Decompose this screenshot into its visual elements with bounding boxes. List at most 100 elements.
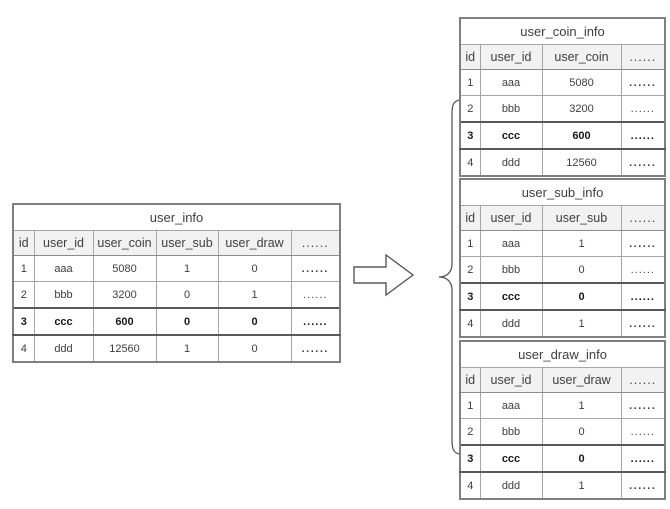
column-header-id: id	[459, 205, 481, 231]
table-row: 2 bbb 0 ......	[459, 418, 667, 446]
column-header-id: id	[459, 367, 481, 393]
cell-more: ......	[620, 148, 666, 177]
column-header-user-id: user_id	[479, 205, 543, 231]
table-row-highlighted: 3 ccc 0 ......	[459, 444, 667, 473]
cell-more: ......	[290, 334, 342, 363]
cell-value: 0	[541, 444, 622, 473]
column-header-value: user_coin	[541, 44, 622, 70]
cell-value: 1	[541, 471, 622, 500]
table-row: 1 aaa 5080 1 0 ......	[12, 255, 342, 282]
cell-user-id: ddd	[479, 309, 543, 338]
table-user-info: user_info id user_id user_coin user_sub …	[11, 203, 342, 363]
column-header-id: id	[459, 44, 481, 70]
cell-id: 2	[459, 256, 481, 284]
table-header-row: id user_id user_draw ......	[459, 367, 667, 393]
cell-user-id: aaa	[479, 392, 543, 419]
cell-user-id: bbb	[33, 281, 94, 309]
cell-value: 12560	[541, 148, 622, 177]
cell-user-coin: 3200	[92, 281, 157, 309]
table-title-row: user_info	[11, 203, 342, 231]
cell-user-draw: 0	[217, 255, 292, 282]
table-row: 4 ddd 1 ......	[459, 471, 667, 500]
table-title-row: user_draw_info	[458, 340, 667, 368]
cell-id: 1	[459, 392, 481, 419]
table-row: 4 ddd 12560 ......	[459, 148, 666, 177]
cell-user-id: ccc	[33, 307, 94, 336]
cell-user-id: ddd	[479, 148, 543, 177]
column-header-more: ......	[620, 367, 667, 393]
table-row: 4 ddd 12560 1 0 ......	[12, 334, 342, 363]
cell-value: 1	[541, 230, 622, 257]
cell-user-id: bbb	[479, 95, 543, 123]
cell-more: ......	[620, 471, 667, 500]
table-row: 1 aaa 5080 ......	[459, 69, 666, 96]
column-header-user-id: user_id	[33, 230, 94, 256]
column-header-more: ......	[620, 44, 666, 70]
cell-more: ......	[290, 255, 342, 282]
table-title: user_info	[11, 203, 342, 231]
column-header-more: ......	[290, 230, 342, 256]
table-header-row: id user_id user_sub ......	[459, 205, 667, 231]
cell-value: 5080	[541, 69, 622, 96]
cell-id: 1	[12, 255, 35, 282]
table-user-draw-info: user_draw_info id user_id user_draw ....…	[458, 340, 667, 500]
cell-user-draw: 1	[217, 281, 292, 309]
cell-user-id: ccc	[479, 282, 543, 311]
cell-user-id: bbb	[479, 256, 543, 284]
column-header-user-id: user_id	[479, 367, 543, 393]
cell-user-id: bbb	[479, 418, 543, 446]
cell-id: 4	[459, 309, 481, 338]
cell-more: ......	[620, 418, 667, 446]
cell-user-id: aaa	[479, 69, 543, 96]
cell-more: ......	[620, 230, 667, 257]
cell-user-id: ddd	[479, 471, 543, 500]
table-header-row: id user_id user_coin user_sub user_draw …	[12, 230, 342, 256]
column-header-id: id	[12, 230, 35, 256]
table-title-row: user_sub_info	[458, 178, 667, 206]
cell-user-sub: 0	[155, 281, 219, 309]
cell-more: ......	[620, 121, 666, 150]
table-row: 2 bbb 3200 ......	[459, 95, 666, 123]
cell-user-coin: 600	[92, 307, 157, 336]
cell-id: 1	[459, 69, 481, 96]
cell-more: ......	[290, 281, 342, 309]
cell-id: 4	[459, 471, 481, 500]
column-header-more: ......	[620, 205, 667, 231]
table-user-coin-info: user_coin_info id user_id user_coin ....…	[459, 17, 666, 177]
cell-value: 0	[541, 256, 622, 284]
cell-more: ......	[620, 95, 666, 123]
table-row: 1 aaa 1 ......	[459, 230, 667, 257]
cell-user-id: aaa	[33, 255, 94, 282]
cell-user-id: ccc	[479, 444, 543, 473]
cell-user-sub: 0	[155, 307, 219, 336]
cell-value: 3200	[541, 95, 622, 123]
table-row-highlighted: 3 ccc 0 ......	[459, 282, 667, 311]
cell-id: 2	[459, 418, 481, 446]
table-row: 1 aaa 1 ......	[459, 392, 667, 419]
table-user-sub-info: user_sub_info id user_id user_sub ......…	[458, 178, 667, 338]
table-row: 4 ddd 1 ......	[459, 309, 667, 338]
cell-value: 1	[541, 309, 622, 338]
cell-user-sub: 1	[155, 334, 219, 363]
cell-user-draw: 0	[217, 307, 292, 336]
left-curly-brace-icon	[437, 98, 463, 456]
table-row-highlighted: 3 ccc 600 ......	[459, 121, 666, 150]
cell-id: 3	[459, 282, 481, 311]
cell-user-id: aaa	[479, 230, 543, 257]
cell-id: 3	[459, 444, 481, 473]
table-title-row: user_coin_info	[459, 17, 666, 45]
cell-user-coin: 5080	[92, 255, 157, 282]
cell-id: 2	[459, 95, 481, 123]
cell-user-coin: 12560	[92, 334, 157, 363]
column-header-user-draw: user_draw	[217, 230, 292, 256]
cell-user-sub: 1	[155, 255, 219, 282]
right-block-arrow-icon	[353, 252, 415, 298]
table-title: user_coin_info	[459, 17, 666, 45]
cell-more: ......	[620, 392, 667, 419]
cell-id: 3	[12, 307, 35, 336]
table-row-highlighted: 3 ccc 600 0 0 ......	[12, 307, 342, 336]
cell-more: ......	[290, 307, 342, 336]
cell-value: 1	[541, 392, 622, 419]
column-header-user-coin: user_coin	[92, 230, 157, 256]
cell-id: 1	[459, 230, 481, 257]
